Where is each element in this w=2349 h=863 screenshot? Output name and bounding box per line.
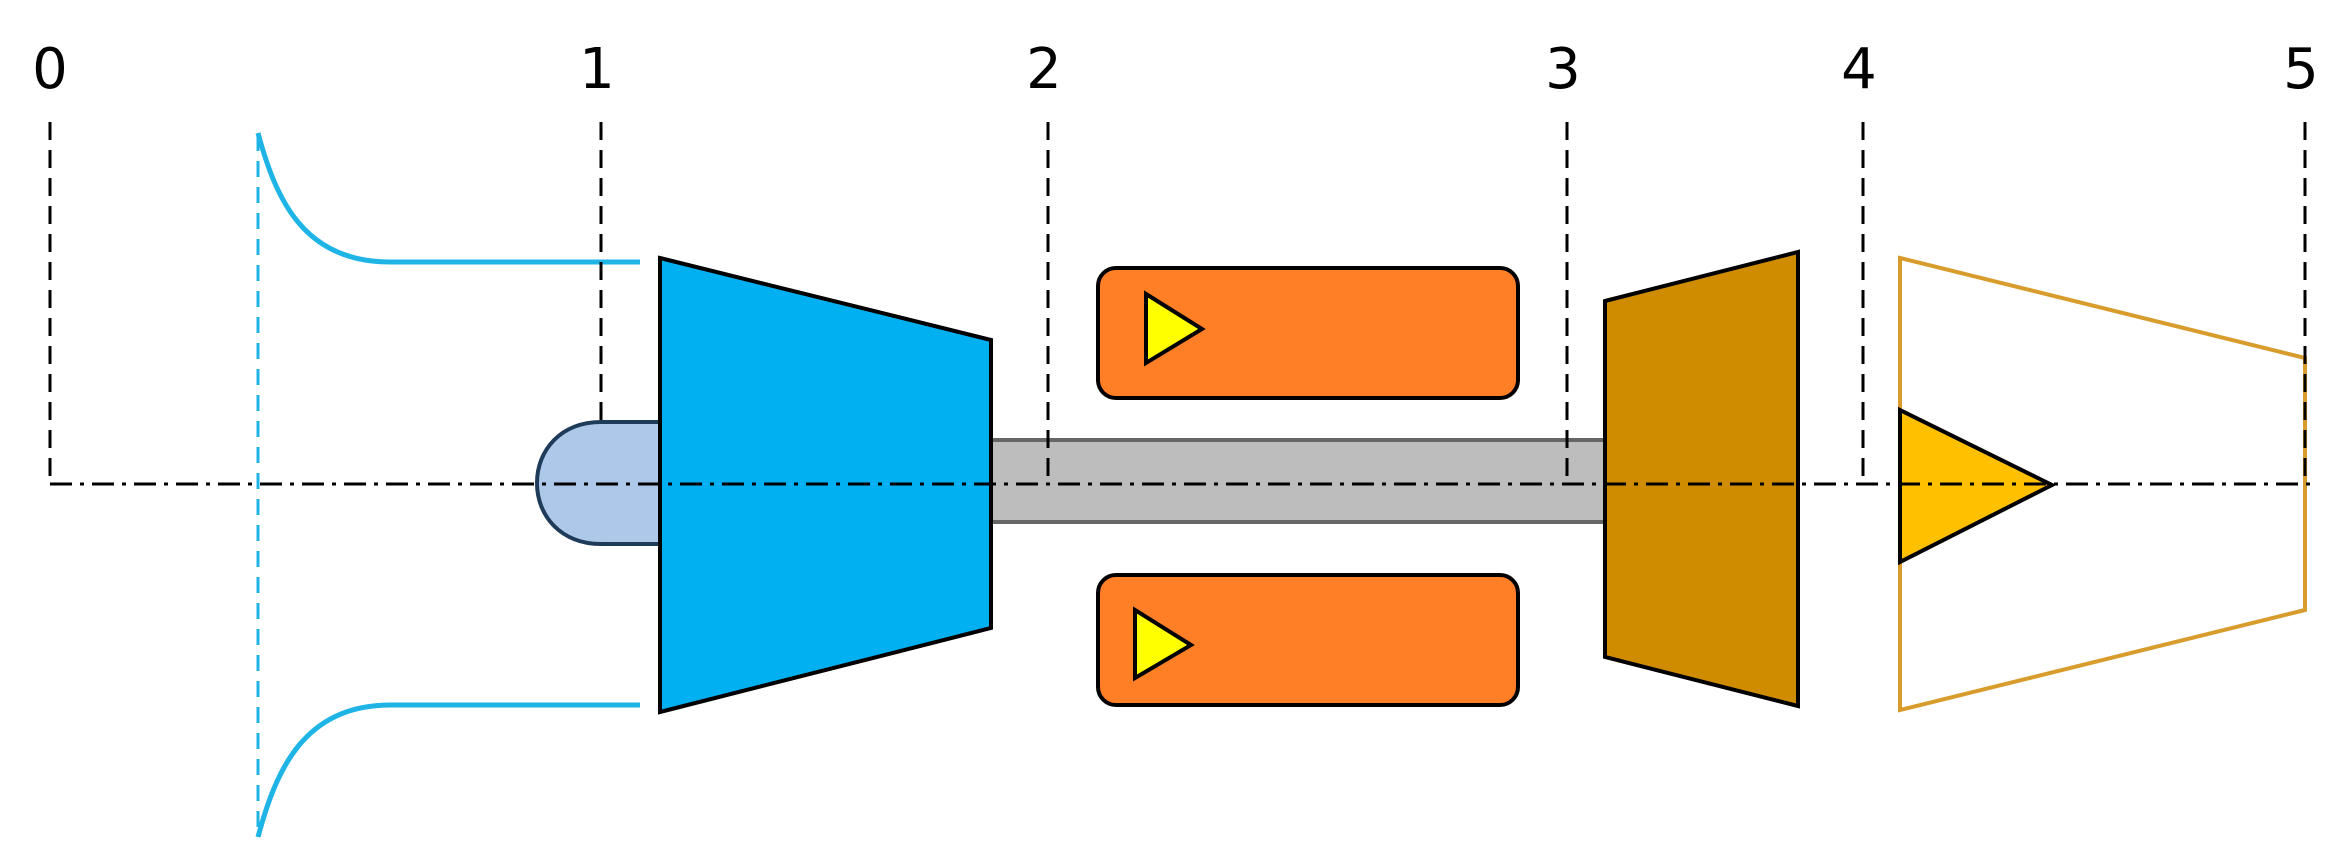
station-label-0: 0 bbox=[32, 37, 68, 102]
combustor-lower-chamber bbox=[1096, 573, 1520, 707]
combustor-upper-chamber bbox=[1096, 266, 1520, 400]
station-label-4: 4 bbox=[1841, 37, 1877, 102]
station-label-2: 2 bbox=[1026, 37, 1062, 102]
station-labels: 0 1 2 3 4 5 bbox=[32, 37, 2319, 102]
combustor-lower bbox=[1096, 573, 1520, 707]
shaft bbox=[988, 438, 1608, 524]
turbine bbox=[1603, 249, 1800, 709]
inlet-upper-lip bbox=[255, 132, 640, 265]
station-label-1: 1 bbox=[579, 37, 615, 102]
exhaust-flame-icon bbox=[1898, 406, 2057, 566]
combustor-lower-flame-icon bbox=[1133, 606, 1195, 682]
station-label-5: 5 bbox=[2283, 37, 2319, 102]
station-label-3: 3 bbox=[1545, 37, 1581, 102]
inlet-lower-lip bbox=[255, 702, 640, 838]
station-markers bbox=[48, 122, 2307, 484]
combustor-upper-flame-icon bbox=[1144, 290, 1206, 367]
inlet-intake bbox=[255, 132, 640, 838]
combustor-upper bbox=[1096, 266, 1520, 400]
